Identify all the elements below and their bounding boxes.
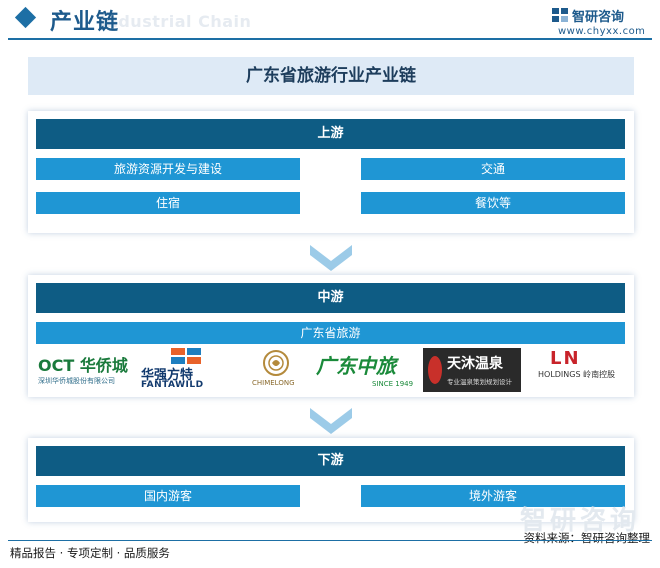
downstream-tier-label: 下游 [36, 446, 625, 476]
logo-gdcts-sub: SINCE 1949 [372, 380, 414, 388]
brand: 智研咨询 www.chyxx.com [550, 6, 650, 40]
page-title: 广东省旅游行业产业链 [28, 57, 634, 95]
downstream-panel: 下游 国内游客 境外游客 [28, 438, 634, 522]
section-title: 产业链 [50, 10, 120, 35]
logo-oct-name: OCT 华侨城 [38, 356, 128, 375]
tianmu-seal-icon [428, 356, 442, 384]
upstream-tier-label: 上游 [36, 119, 625, 149]
diamond-icon [14, 6, 37, 29]
logo-chimelong-name: CHIMELONG [252, 379, 295, 387]
logo-fantawild-sub: FANTAWILD [141, 380, 204, 390]
downstream-item-overseas: 境外游客 [361, 485, 625, 507]
upstream-item-lodging: 住宿 [36, 192, 300, 214]
logo-ln-sub: HOLDINGS 岭南控股 [538, 370, 616, 379]
down-arrow-icon [310, 245, 352, 271]
midstream-tier-label: 中游 [36, 283, 625, 313]
upstream-item-resources: 旅游资源开发与建设 [36, 158, 300, 180]
watermark: 智研咨询 [519, 506, 640, 536]
logo-fantawild: 华强方特 FANTAWILD [141, 348, 231, 392]
source-note: 资料来源：智研咨询整理 [523, 531, 651, 545]
logo-oct-sub: 深圳华侨城股份有限公司 [38, 377, 115, 385]
footer-divider [8, 540, 652, 541]
header-divider [8, 38, 652, 40]
logo-tianmu-sub: 专业温泉策划规划设计 [447, 378, 512, 386]
logo-oct: OCT 华侨城 深圳华侨城股份有限公司 [36, 348, 136, 392]
logo-tianmu-name: 天沐温泉 [447, 356, 503, 372]
company-logos: OCT 华侨城 深圳华侨城股份有限公司 华强方特 FANTAWILD [36, 348, 625, 392]
downstream-item-domestic: 国内游客 [36, 485, 300, 507]
midstream-panel: 中游 广东省旅游 OCT 华侨城 深圳华侨城股份有限公司 华强方特 FANT [28, 275, 634, 397]
chimelong-emblem-icon [263, 350, 289, 376]
upstream-panel: 上游 旅游资源开发与建设 交通 住宿 餐饮等 [28, 111, 634, 233]
logo-gdcts: 广东中旅 SINCE 1949 [314, 348, 419, 392]
footer-tagline: 精品报告 · 专项定制 · 品质服务 [10, 546, 170, 560]
logo-chimelong: CHIMELONG [246, 348, 306, 392]
midstream-item-tourism: 广东省旅游 [36, 322, 625, 344]
logo-gdcts-name: 广东中旅 [316, 354, 396, 378]
logo-ln-holdings: LN HOLDINGS 岭南控股 [536, 348, 621, 392]
section-title-en: Industrial Chain [100, 12, 252, 31]
brand-url: www.chyxx.com [558, 26, 646, 37]
brand-logo-icon [552, 8, 568, 22]
upstream-item-dining: 餐饮等 [361, 192, 625, 214]
upstream-item-transport: 交通 [361, 158, 625, 180]
logo-fantawild-name: 华强方特 [141, 368, 194, 383]
down-arrow-icon [310, 408, 352, 434]
brand-name: 智研咨询 [572, 10, 625, 25]
fantawild-icon [171, 348, 201, 364]
logo-tianmu: 天沐温泉 专业温泉策划规划设计 [423, 348, 521, 392]
header: Industrial Chain 产业链 智研咨询 www.chyxx.com [0, 0, 660, 40]
logo-ln-name: LN [550, 348, 581, 369]
